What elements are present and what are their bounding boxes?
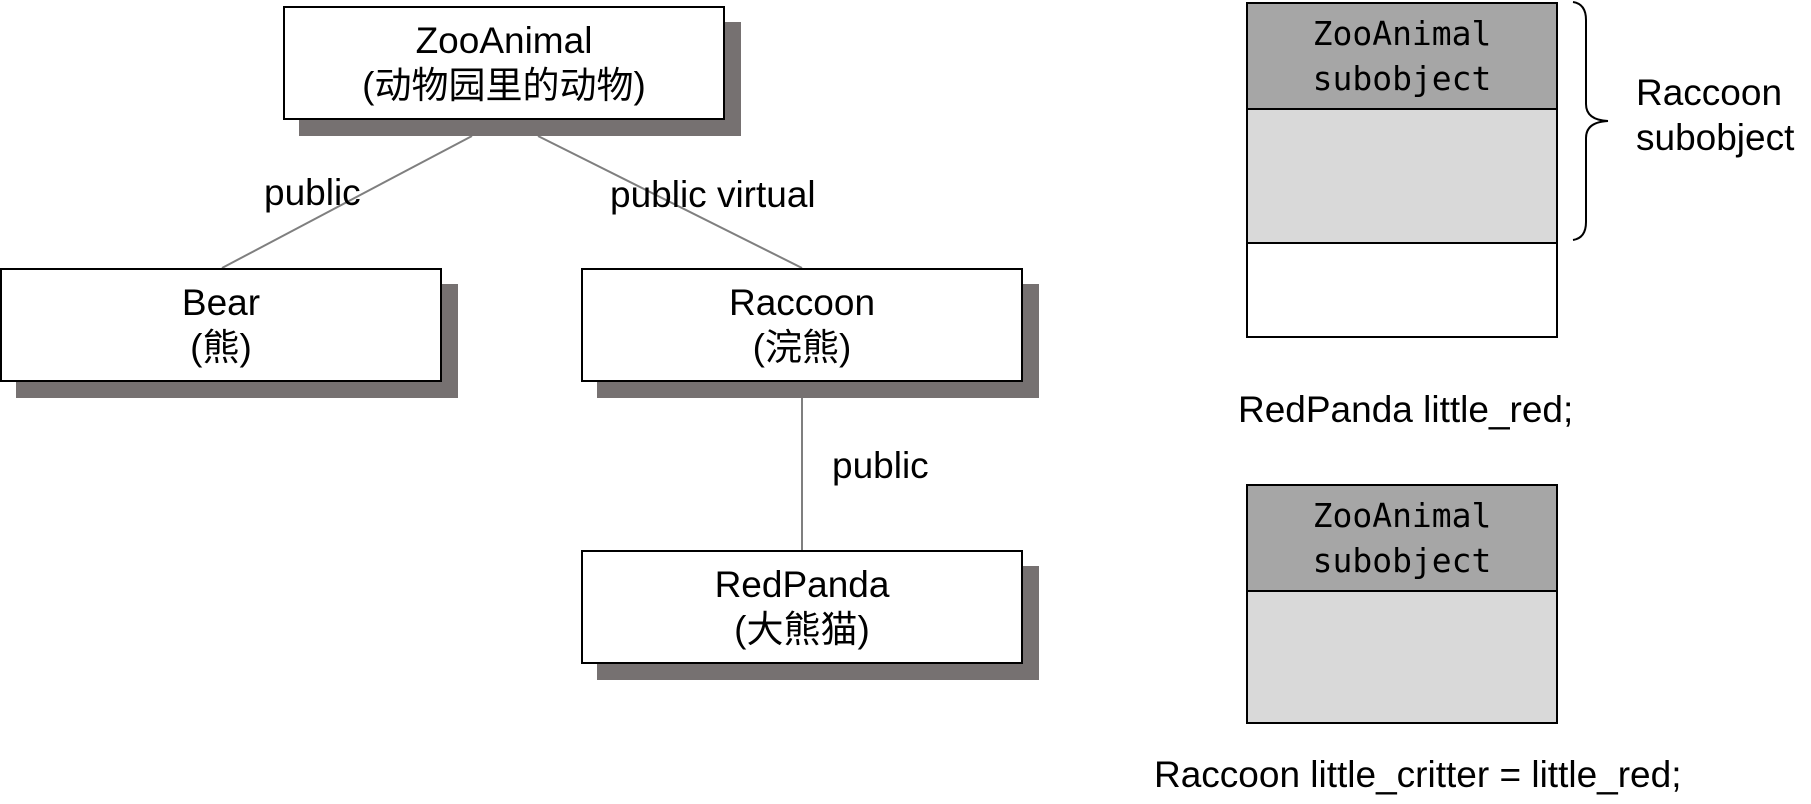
raccoon-subobject-brace [1572,1,1609,241]
subobject-label-line2: subobject [1312,541,1492,580]
raccoon-part [1248,110,1556,244]
caption-little-red: RedPanda little_red; [1238,389,1574,430]
class-name: RedPanda [714,564,890,605]
edge-zoo-to-raccoon [537,135,803,269]
edge-label-public-virtual: public virtual [610,174,816,215]
class-name: Bear [181,282,261,323]
zoo-animal-subobject: ZooAnimal subobject [1248,486,1556,592]
brace-label-line2: subobject [1636,117,1795,158]
node-box: ZooAnimal (动物园里的动物) [283,6,725,120]
caption-little-critter: Raccoon little_critter = little_red; [1154,754,1682,795]
subobject-label-line1: ZooAnimal [1312,496,1492,535]
class-note: (动物园里的动物) [362,65,646,106]
subobject-label-line1: ZooAnimal [1312,14,1492,53]
class-name: ZooAnimal [415,20,593,61]
subobject-label-line2: subobject [1312,59,1492,98]
class-note: (大熊猫) [734,609,870,650]
edge-zoo-to-bear [221,135,473,269]
red-panda-part [1248,244,1556,336]
node-box: RedPanda (大熊猫) [581,550,1023,664]
class-note: (浣熊) [752,327,852,368]
edge-label-public-bear: public [264,172,361,213]
zoo-animal-subobject: ZooAnimal subobject [1248,4,1556,110]
edge-label-public-redpanda: public [832,445,929,486]
memory-layout-little-critter: ZooAnimal subobject [1246,484,1558,724]
node-box: Raccoon (浣熊) [581,268,1023,382]
memory-layout-little-red: ZooAnimal subobject [1246,2,1558,338]
class-name: Raccoon [728,282,876,323]
class-note: (熊) [190,327,252,368]
brace-label-line1: Raccoon [1636,72,1783,113]
node-box: Bear (熊) [0,268,442,382]
raccoon-part [1248,592,1556,722]
